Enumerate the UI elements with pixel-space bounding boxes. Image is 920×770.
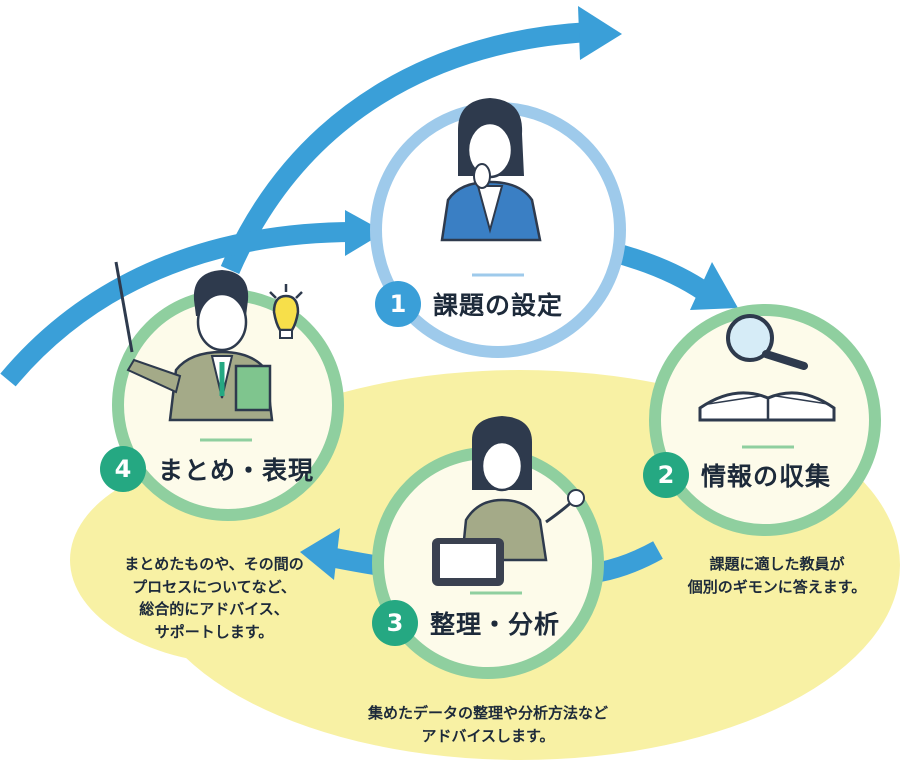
step2-number-badge: 2 [643,452,689,498]
teacher-pointer-icon [114,261,303,422]
step4-label: 4 まとめ・表現 [100,446,314,492]
step1-label: 1 課題の設定 [375,281,563,327]
step4-number-badge: 4 [100,446,146,492]
step2-caption: 課題に適した教員が 個別のギモンに答えます。 [687,555,867,596]
arrow-2-to-3 [597,541,663,582]
step4-caption: まとめたものや、その間の プロセスについてなど、 総合的にアドバイス、 サポート… [124,555,304,641]
step3-caption: 集めたデータの整理や分析方法など アドバイスします。 [367,704,608,745]
step3-title: 整理・分析 [430,610,561,639]
arrow-3-to-4-head [300,528,340,580]
entry-arrowhead [345,210,385,256]
big-spiral-arrow [220,22,591,275]
arrow-1-to-2 [609,242,711,301]
step3-label: 3 整理・分析 [372,600,560,646]
step3-number-badge: 3 [372,600,418,646]
step1-number-badge: 1 [375,281,421,327]
student-tablet-icon [432,416,585,586]
entry-arrow [0,222,356,387]
step2-title: 情報の収集 [701,462,832,491]
arrow-1-to-2-head [690,262,738,310]
step1-title: 課題の設定 [433,291,564,320]
student-thinking-icon [440,98,542,242]
big-spiral-arrowhead [578,6,622,60]
step2-label: 2 情報の収集 [643,452,831,498]
magnifier-book-icon [698,314,836,422]
step4-title: まとめ・表現 [158,456,315,485]
background-blob-left [70,455,430,665]
